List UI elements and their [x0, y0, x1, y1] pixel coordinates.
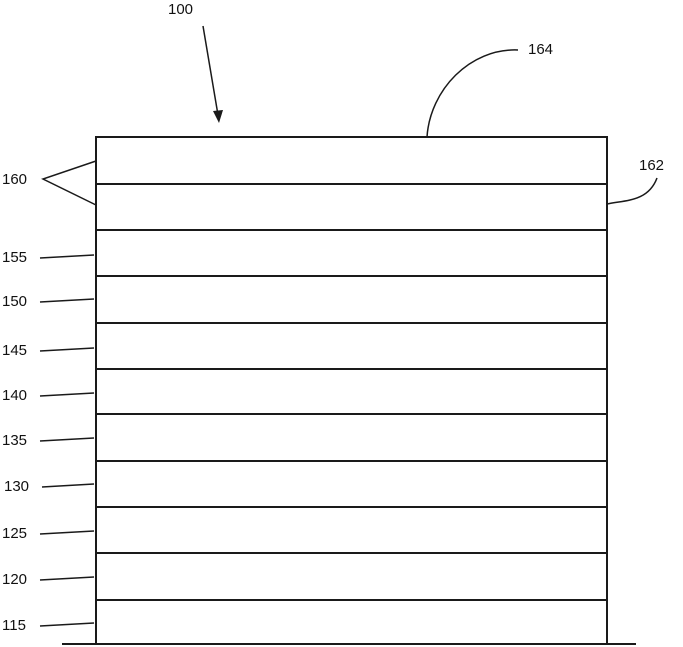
layer-leader — [40, 577, 94, 580]
layer-leader — [40, 438, 94, 441]
side-surface-label: 162 — [639, 157, 664, 174]
layer-leader — [40, 299, 94, 302]
layer-labels: 155 150 145 140 135 130 125 120 115 — [2, 249, 94, 634]
side-surface-leader — [607, 178, 657, 204]
layer-label-135: 135 — [2, 432, 27, 449]
layer-label-120: 120 — [2, 571, 27, 588]
layer-label-150: 150 — [2, 293, 27, 310]
device-label: 100 — [168, 1, 193, 18]
top-pair-label: 160 — [2, 171, 27, 188]
layer-leader — [40, 623, 94, 626]
layer-boundaries — [96, 184, 607, 600]
layer-leader — [40, 393, 94, 396]
layer-leader — [42, 484, 94, 487]
layer-label-140: 140 — [2, 387, 27, 404]
top-surface-label: 164 — [528, 41, 553, 58]
layer-leader — [40, 531, 94, 534]
layer-label-130: 130 — [4, 478, 29, 495]
layer-leader — [40, 255, 94, 258]
layer-stack-outline — [96, 137, 607, 644]
layer-label-145: 145 — [2, 342, 27, 359]
layer-label-115: 115 — [2, 617, 26, 634]
layer-label-125: 125 — [2, 525, 27, 542]
top-surface-leader — [427, 50, 518, 137]
layer-label-155: 155 — [2, 249, 27, 266]
top-pair-bracket — [43, 161, 96, 205]
arrowhead-icon — [213, 110, 223, 123]
device-leader-arrow — [203, 26, 218, 115]
layer-leader — [40, 348, 94, 351]
